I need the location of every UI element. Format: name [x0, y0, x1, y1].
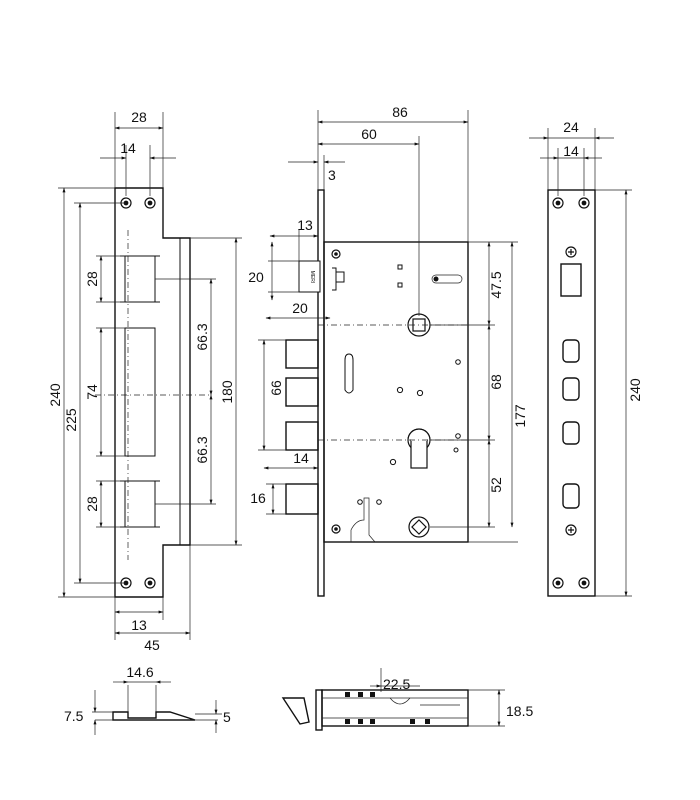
dim-68: 68 — [488, 374, 504, 390]
strike-right-dims: 66.3 66.3 180 — [155, 237, 242, 546]
dim-5: 5 — [223, 709, 231, 725]
dim-24: 24 — [563, 119, 579, 135]
dim-7-5: 7.5 — [64, 708, 84, 724]
face-right-dims: 240 — [595, 189, 643, 597]
dim-66-3-upper: 66.3 — [194, 323, 210, 350]
dim-16: 16 — [250, 490, 266, 506]
case-holes — [357, 359, 461, 505]
dim-28: 28 — [131, 109, 147, 125]
dim-60: 60 — [361, 126, 377, 142]
dim-240: 240 — [47, 383, 63, 407]
face-bolt-windows — [562, 339, 580, 509]
inner-slot — [344, 353, 354, 394]
strike-bottom-dims: 13 45 — [114, 545, 191, 653]
case-screws — [331, 249, 341, 534]
dim-13-lock: 13 — [297, 217, 313, 233]
latch-badge — [298, 260, 321, 293]
dim-66-3-lower: 66.3 — [194, 436, 210, 463]
cylinder-cutout — [407, 428, 431, 469]
dim-86: 86 — [392, 104, 408, 120]
face-latch-window — [560, 263, 582, 297]
lock-case — [323, 241, 469, 543]
deadbolts — [285, 339, 319, 451]
lock-section-view: 22.5 18.5 — [281, 668, 533, 731]
dim-52: 52 — [488, 477, 504, 493]
dim-20-vertical: 20 — [248, 269, 264, 285]
dim-66: 66 — [268, 380, 284, 396]
lock-case-section — [321, 689, 469, 727]
strike-section-view: 14.6 7.5 5 — [64, 664, 231, 735]
dim-28-upper: 28 — [84, 271, 100, 287]
dim-14: 14 — [120, 140, 136, 156]
dim-225: 225 — [63, 408, 79, 432]
dim-13: 13 — [131, 617, 147, 633]
lock-left-dims: 13 20 20 66 14 16 — [248, 217, 331, 515]
strike-top-dims: 28 14 — [100, 109, 176, 196]
face-plate-view: 24 14 240 — [529, 119, 643, 597]
dim-180: 180 — [219, 380, 235, 404]
face-plate-outline — [547, 189, 596, 597]
lock-body-view: MERI — [248, 104, 528, 597]
strike-left-dims: 240 225 — [47, 187, 126, 598]
top-slot — [431, 274, 463, 284]
latch-tongue-section — [281, 697, 310, 725]
dim-22-5: 22.5 — [383, 676, 410, 692]
dim-18-5: 18.5 — [506, 703, 533, 719]
dim-240-face: 240 — [627, 378, 643, 402]
lower-latch — [285, 483, 319, 515]
strike-slots — [120, 255, 160, 528]
dim-14-6: 14.6 — [126, 664, 153, 680]
dim-47-5: 47.5 — [488, 271, 504, 298]
strike-plate-outline — [114, 187, 191, 598]
face-plate-holes — [552, 197, 590, 589]
lock-right-dims: 47.5 68 52 177 — [430, 241, 528, 543]
face-top-dims: 24 14 — [529, 119, 614, 196]
inner-lever — [350, 497, 376, 543]
dim-45: 45 — [144, 637, 160, 653]
strike-plate-view: 28 14 240 225 28 74 — [47, 109, 242, 653]
lower-hub — [408, 516, 430, 538]
badge-text: MERI — [309, 271, 315, 284]
dim-3: 3 — [328, 167, 336, 183]
section-details — [345, 692, 460, 724]
dim-14-lock: 14 — [293, 450, 309, 466]
lock-faceplate — [317, 189, 325, 597]
dim-14-face: 14 — [563, 143, 579, 159]
lock-top-dims: 86 60 3 — [288, 104, 469, 316]
dim-28-lower: 28 — [84, 496, 100, 512]
dim-74: 74 — [84, 384, 100, 400]
strike-slot-dims: 28 74 28 — [84, 255, 125, 528]
strike-section-profile — [112, 711, 196, 721]
latch-tab — [332, 267, 345, 291]
dim-177: 177 — [512, 404, 528, 428]
dim-20-horizontal: 20 — [292, 300, 308, 316]
